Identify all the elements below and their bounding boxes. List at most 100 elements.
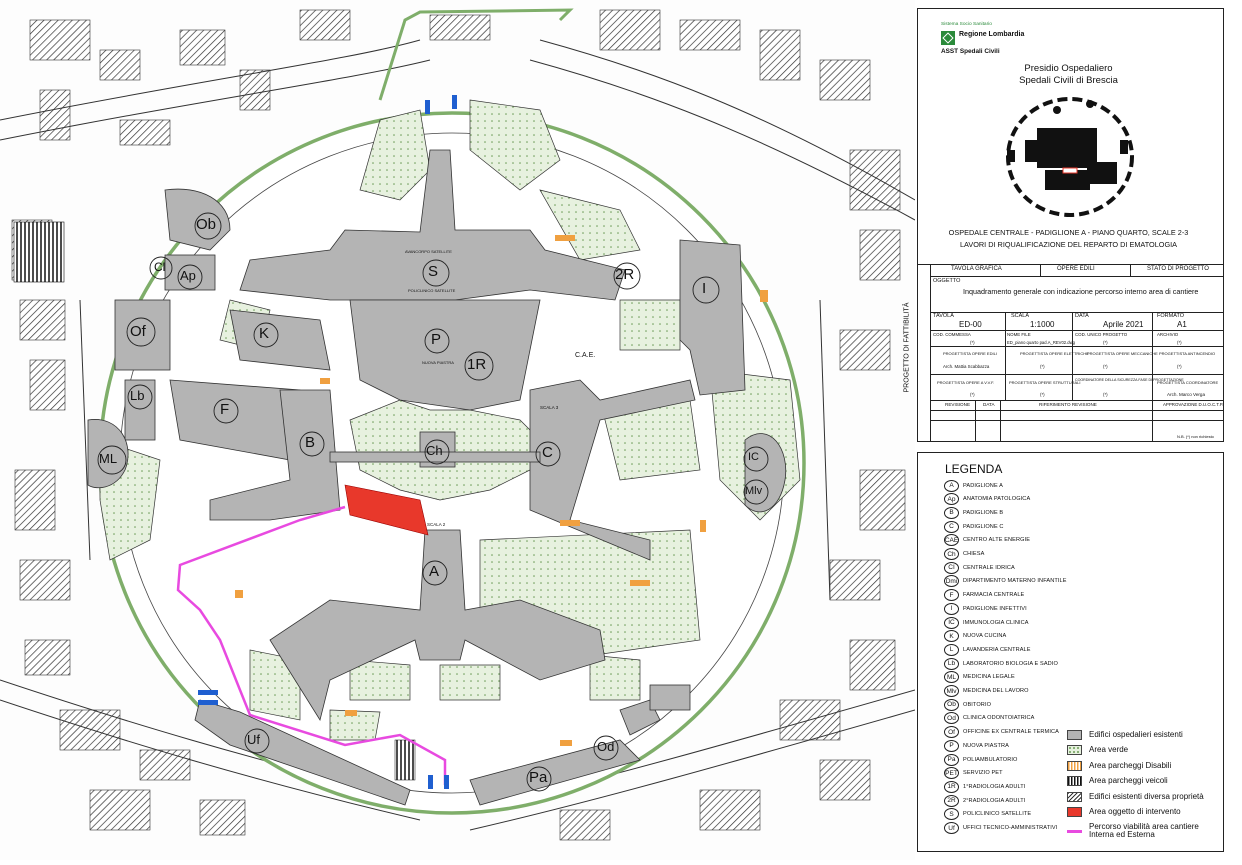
legend-symbol-text: Area parcheggi Disabili [1089,761,1172,770]
legend-item-label: SERVIZIO PET [963,770,1003,777]
legend-code-badge: Od [944,712,959,725]
label-Cl[interactable]: Cl [154,260,166,274]
project-line-2: LAVORI DI RIQUALIFICAZIONE DEL REPARTO D… [959,240,1178,249]
legend-symbol-text: Area oggetto di intervento [1089,807,1181,816]
green-swatch-icon [1067,745,1082,755]
label-ML[interactable]: ML [99,451,118,466]
legend-item-od: Od CLINICA ODONTOIATRICA [944,712,1035,725]
label-I[interactable]: I [702,280,707,297]
legend-item-label: NUOVA PIASTRA [963,742,1009,749]
title-and-legend-panel: Sistema Socio Sanitario Regione Lombardi… [903,0,1242,860]
legend-item-label: MEDICINA LEGALE [963,674,1015,681]
regione-logo-icon [941,31,955,45]
label-Ch[interactable]: Ch [426,443,443,458]
building-IC [744,433,787,513]
label-circles [97,212,769,792]
label-F[interactable]: F [220,401,230,418]
legend-symbol-text: Area verde [1089,745,1129,754]
legend-code-badge: CAE [944,534,959,547]
legend-item-label: UFFICI TECNICO-AMMINISTRATIVI [963,825,1058,831]
legend-code-badge: F [944,589,959,602]
parking-disabled [235,235,768,746]
legend-code-badge: K [944,630,959,643]
label-IC[interactable]: IC [748,451,759,463]
label-nuova-piastra: NUOVA PIASTRA [422,360,454,365]
label-Ap[interactable]: Ap [180,268,196,283]
legend-item-label: POLIAMBULATORIO [963,756,1018,763]
site-plan-drawing [0,8,916,841]
legend-symbol-text: Edifici esistenti diversa proprietà [1089,792,1204,801]
presidio-subtitle: Spedali Civili di Brescia [1019,75,1118,86]
label-K[interactable]: K [259,325,270,342]
label-Lb[interactable]: Lb [130,388,145,403]
legend-code-badge: P [944,739,959,752]
legend-item-p: P NUOVA PIASTRA [944,739,1009,752]
legend-item-label: CENTRALE IDRICA [963,564,1015,571]
legend-item-label: CHIESA [963,551,985,557]
legend-symbol-label: Area verde [1089,746,1128,754]
label-B[interactable]: B [305,434,316,451]
label-Uf[interactable]: Uf [247,732,260,747]
label-Mlv[interactable]: Mlv [745,485,763,497]
legend-code-badge: C [944,520,959,533]
ring-north-entry [378,8,574,101]
building-Ob [164,188,231,251]
building-P [349,299,541,411]
presidio-title: Presidio Ospedaliero [1024,63,1113,74]
legend-symbol-green: Area verde [1067,743,1128,757]
hatch-swatch-icon [1067,792,1082,802]
label-A[interactable]: A [429,563,440,580]
label-2R[interactable]: 2R [615,266,635,283]
label-Od[interactable]: Od [597,739,615,754]
legend-item-label: PADIGLIONE B [963,509,1004,516]
legend-item-label: OBITORIO [963,701,992,708]
legend-symbol-black: Area parcheggi veicoli [1067,774,1168,788]
legend-code-badge: Lb [944,657,959,670]
logo: Sistema Socio Sanitario Regione Lombardi… [941,22,1025,55]
parking-lot-west [13,221,65,283]
legend-code-badge: Ap [944,493,959,506]
legend-item-label: 2°RADIOLOGIA ADULTI [963,797,1026,804]
label-S[interactable]: S [428,263,439,280]
legend-item-label: DIPARTIMENTO MATERNO INFANTILE [963,578,1067,585]
building-Of [114,299,171,371]
label-P[interactable]: P [431,331,442,348]
site-map[interactable]: S P 1R 2R I K F B Ch C A ML Lb Of Ob Cl … [0,0,916,860]
label-C[interactable]: C [542,444,553,461]
building-Uf [194,699,411,806]
vertical-label: PROGETTO DI FATTIBILITÀ [903,302,911,393]
label-CAE: C.A.E. [575,352,596,359]
intervention-area [344,484,429,536]
legend-symbol-label: Area parcheggi veicoli [1089,777,1168,785]
legend-symbol-orange: Area parcheggi Disabili [1067,759,1171,773]
legend-item-label: NUOVA CUCINA [963,633,1007,640]
legend-item-label: CLINICA ODONTOIATRICA [963,715,1035,722]
legend-symbol-text: Percorso viabilità area cantiere [1089,822,1199,831]
building-B [209,389,341,521]
legend-item-label: PADIGLIONE C [963,523,1004,530]
label-1R[interactable]: 1R [467,356,487,373]
label-Of[interactable]: Of [130,323,146,340]
label-Ob[interactable]: Ob [196,216,217,233]
legend-symbol-text: Interna ed Esterna [1089,830,1155,839]
label-Pa[interactable]: Pa [529,769,548,786]
building-A [269,529,606,722]
key-plan [1006,97,1134,217]
legend-item-label: POLICLINICO SATELLITE [963,811,1032,818]
legend-item-label: LAVANDERIA CENTRALE [963,646,1031,653]
